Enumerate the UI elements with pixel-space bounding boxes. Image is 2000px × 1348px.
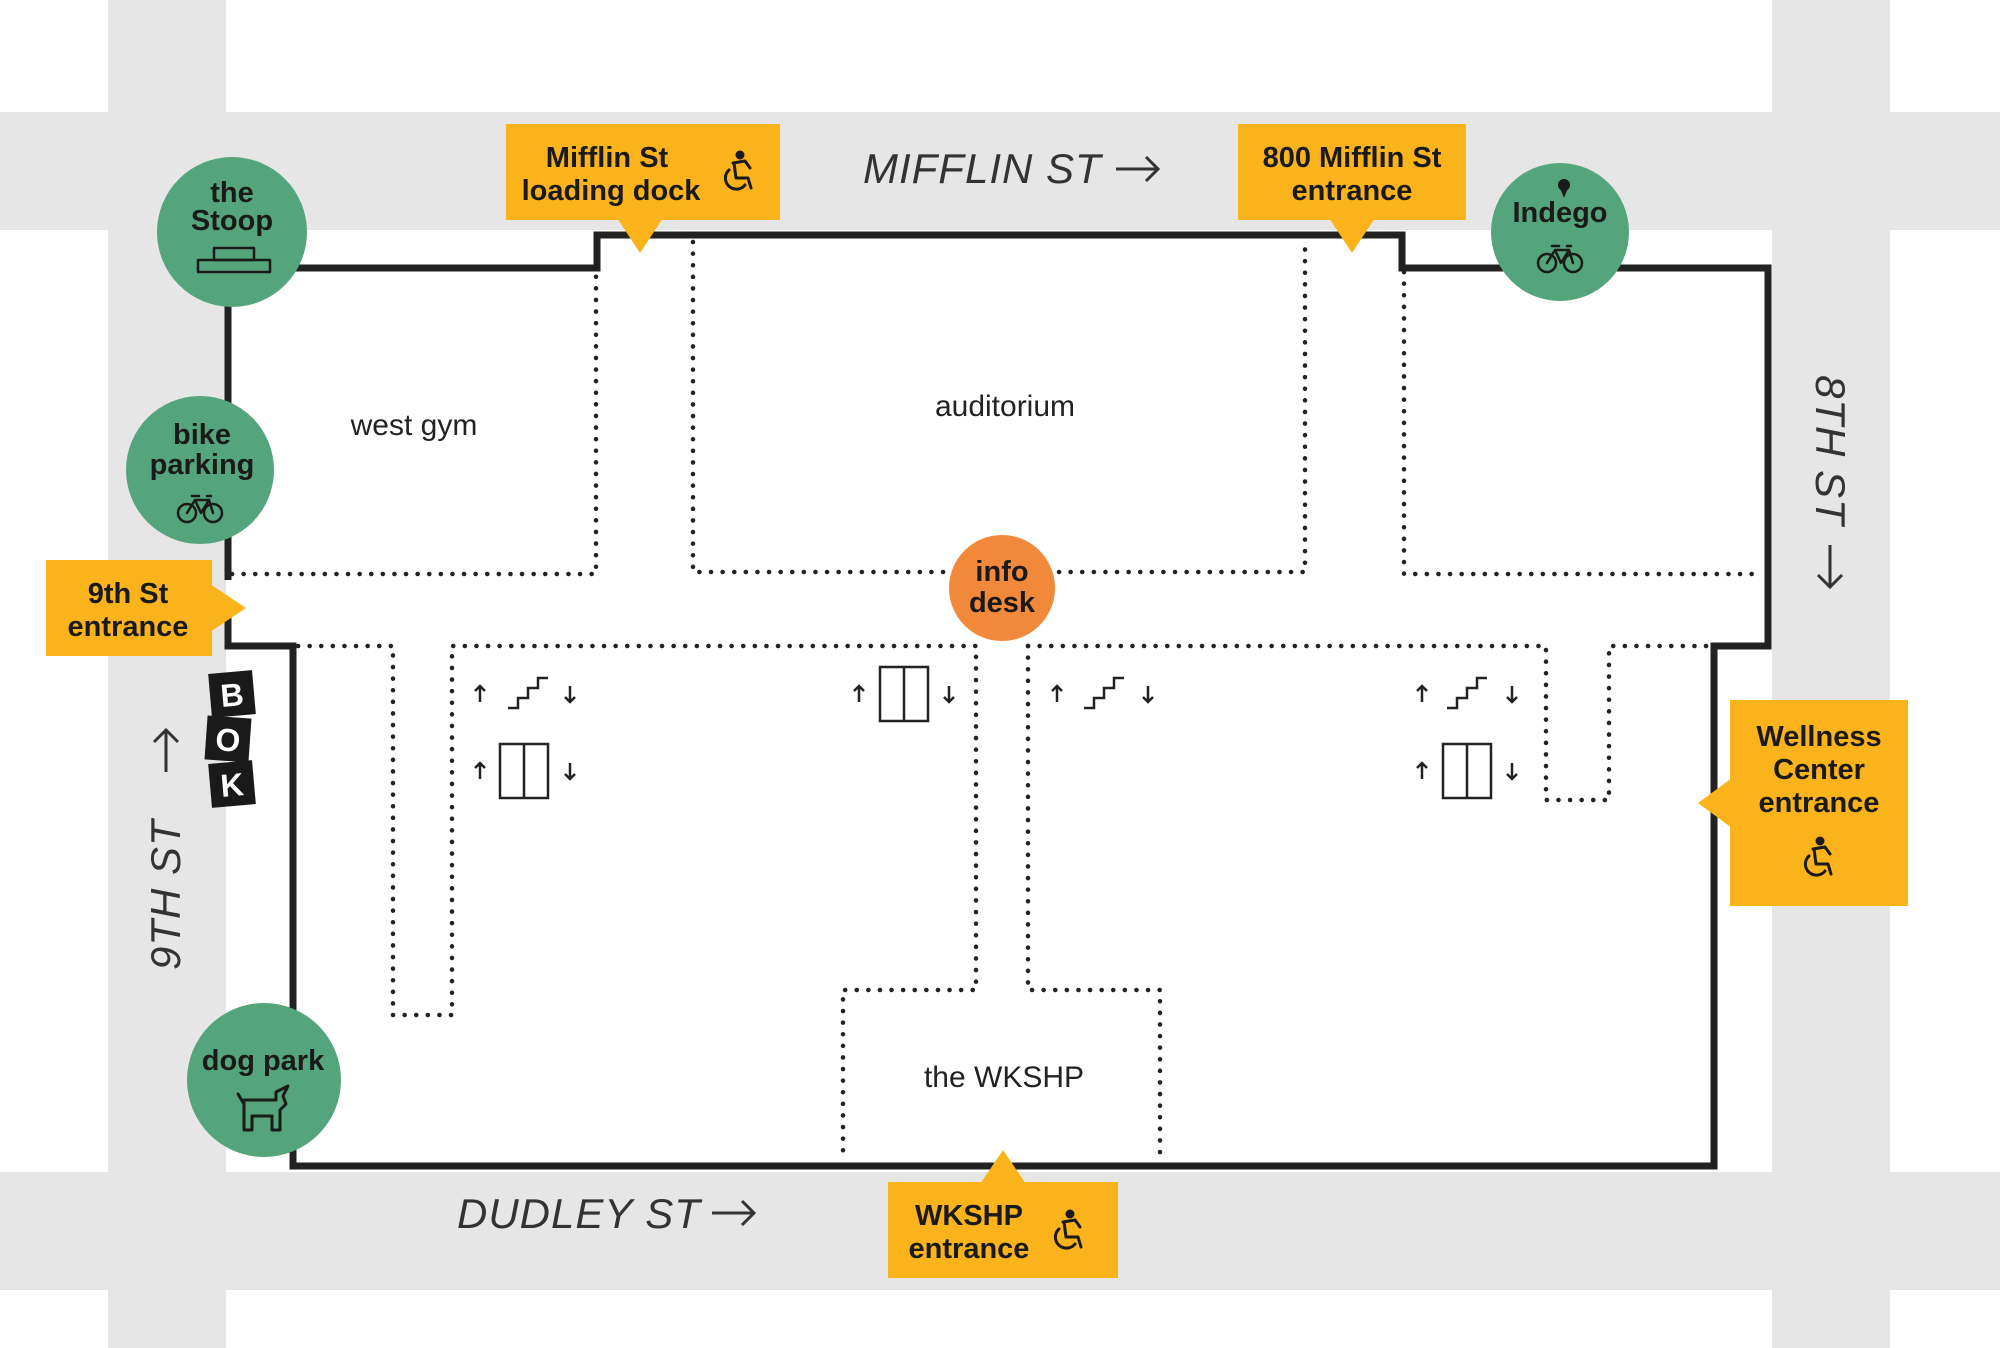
- entrance-loading-dock[interactable]: Mifflin St loading dock: [506, 124, 780, 253]
- mifflin-street: [0, 112, 2000, 230]
- room-west-gym[interactable]: west gym: [350, 409, 478, 442]
- street-label-mifflin: MIFFLIN ST: [863, 145, 1161, 192]
- arrow-down-icon: [1816, 545, 1844, 590]
- street-label-eighth: 8TH ST: [1807, 375, 1854, 590]
- entrance-wkshp[interactable]: WKSHP entrance: [888, 1150, 1118, 1278]
- amenity-label-dog-park: dog park: [202, 1045, 325, 1077]
- amenity-label-indego: Indego: [1512, 197, 1607, 229]
- entrance-label-line: Center: [1773, 754, 1865, 786]
- logo-letter-b: B: [219, 676, 245, 714]
- entrance-label-line: Mifflin St: [546, 142, 669, 174]
- street-label-dudley: DUDLEY ST: [457, 1190, 757, 1237]
- room-wkshp[interactable]: the WKSHP: [924, 1061, 1084, 1094]
- info-desk-label-line: info: [975, 556, 1028, 588]
- entrance-label-line: entrance: [1759, 787, 1880, 819]
- amenity-bike-parking[interactable]: bike parking: [126, 396, 274, 544]
- amenity-label-line: parking: [150, 449, 255, 481]
- entrance-label-line: 800 Mifflin St: [1263, 142, 1442, 174]
- street-label-ninth: 9TH ST: [142, 727, 189, 970]
- street-name-ninth: 9TH ST: [142, 817, 189, 970]
- entrance-label-line: loading dock: [522, 175, 702, 207]
- street-name-eighth: 8TH ST: [1807, 375, 1854, 528]
- street-name-mifflin: MIFFLIN ST: [863, 145, 1104, 192]
- arrow-right-icon: [712, 1199, 757, 1227]
- arrow-right-icon: [1116, 155, 1161, 183]
- info-desk[interactable]: info desk: [949, 535, 1055, 641]
- amenity-label-line: the: [210, 177, 254, 209]
- amenity-indego[interactable]: Indego: [1491, 163, 1629, 301]
- stoop-icon: [196, 246, 272, 274]
- entrance-label-line: entrance: [909, 1233, 1030, 1265]
- entrance-label-line: 9th St: [88, 578, 169, 610]
- entrance-9th-st[interactable]: 9th St entrance: [46, 560, 246, 656]
- amenity-dog-park[interactable]: dog park: [187, 1003, 341, 1157]
- entrance-label-line: entrance: [1292, 175, 1413, 207]
- entrance-label-line: entrance: [68, 611, 189, 643]
- entrance-label-line: WKSHP: [915, 1200, 1023, 1232]
- info-desk-label-line: desk: [969, 587, 1036, 619]
- entrance-wellness-center[interactable]: Wellness Center entrance: [1698, 700, 1908, 906]
- location-pin-icon: [1558, 179, 1570, 198]
- building-floor: [228, 235, 1768, 1165]
- arrow-up-icon: [152, 727, 180, 772]
- building-outline: [224, 231, 1772, 1170]
- amenity-label-line: bike: [173, 419, 231, 451]
- bok-logo: B O K: [204, 670, 256, 808]
- street-name-dudley: DUDLEY ST: [457, 1190, 703, 1237]
- entrance-label-line: Wellness: [1756, 721, 1881, 753]
- logo-letter-o: O: [214, 721, 241, 759]
- amenity-the-stoop[interactable]: the Stoop: [157, 157, 307, 307]
- room-auditorium[interactable]: auditorium: [935, 390, 1075, 423]
- eighth-street: [1772, 0, 1890, 1348]
- amenity-label-line: Stoop: [191, 205, 273, 237]
- dog-icon: [236, 1084, 290, 1132]
- entrance-800-mifflin[interactable]: 800 Mifflin St entrance: [1238, 124, 1466, 253]
- logo-letter-k: K: [219, 766, 245, 804]
